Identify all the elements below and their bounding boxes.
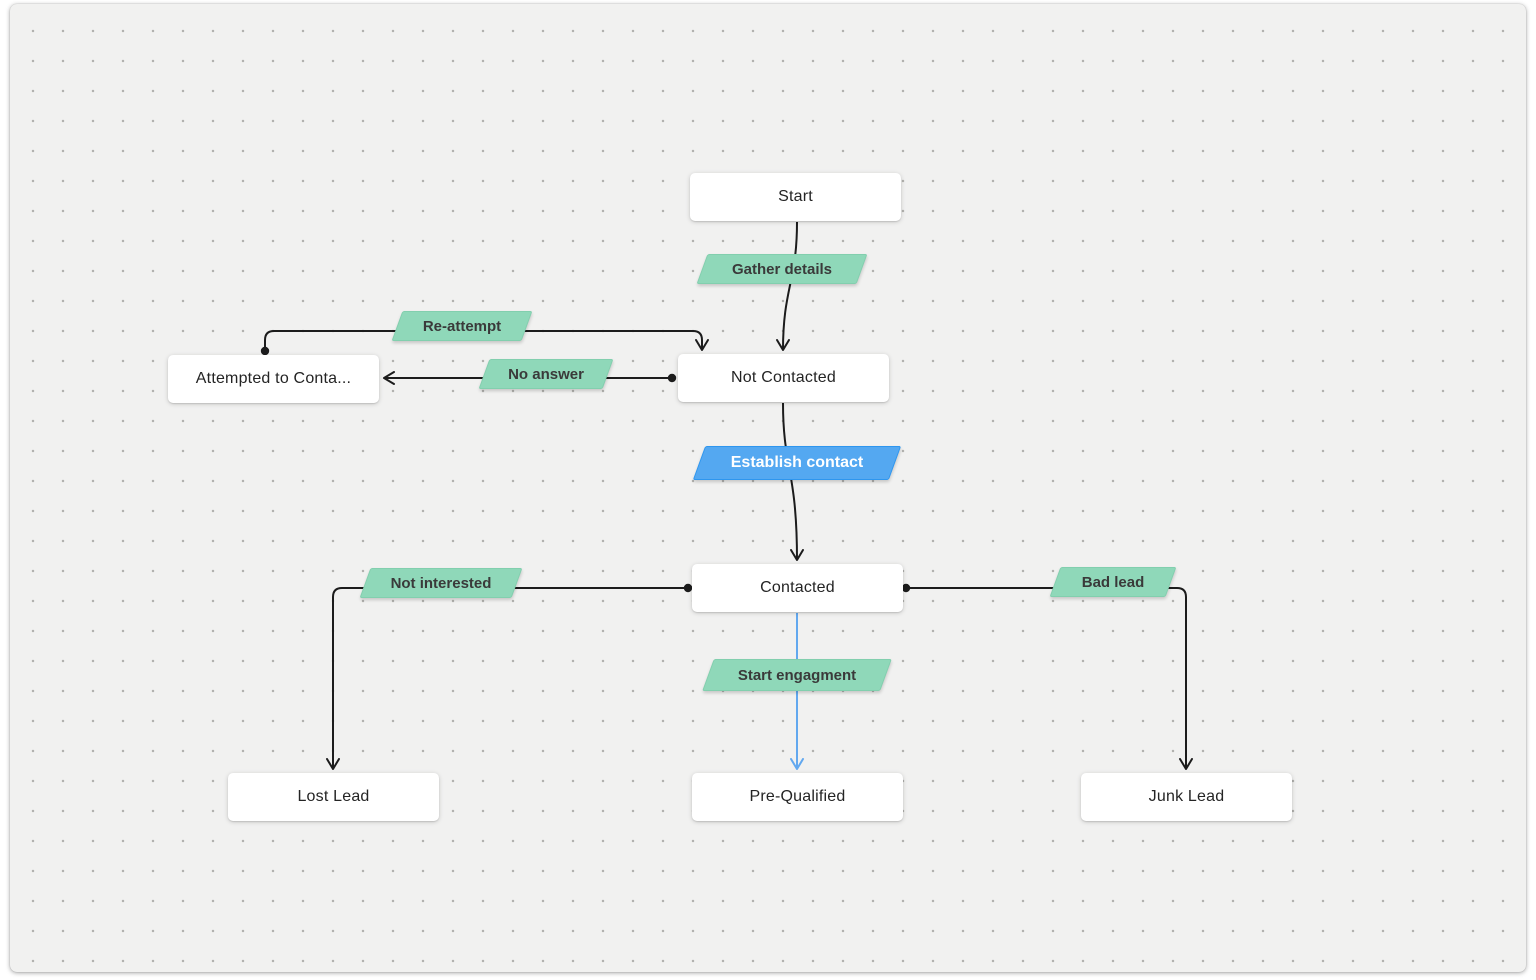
edge-label-text: Bad lead [1082,574,1145,591]
edge-not-interested[interactable] [333,588,688,769]
edge-label-re-attempt[interactable]: Re-attempt [397,311,527,341]
edge-gather-details[interactable] [783,222,797,350]
node-start[interactable]: Start [690,173,901,221]
edge-label-no-answer[interactable]: No answer [484,359,608,389]
edge-label-text: Start engagment [738,667,856,684]
edge-label-text: Establish contact [731,454,863,472]
node-attempted-to-contact[interactable]: Attempted to Conta... [168,355,379,403]
edge-label-not-interested[interactable]: Not interested [365,568,517,598]
edge-label-bad-lead[interactable]: Bad lead [1055,567,1171,597]
node-not-contacted[interactable]: Not Contacted [678,354,889,402]
edge-label-start-engagment[interactable]: Start engagment [708,659,886,691]
edge-label-text: Not interested [391,575,492,592]
node-contacted[interactable]: Contacted [692,564,903,612]
edge-label-establish-contact[interactable]: Establish contact [699,446,895,480]
edge-label-text: Re-attempt [423,318,501,335]
edge-label-gather-details[interactable]: Gather details [702,254,862,284]
edge-bad-lead[interactable] [906,588,1186,769]
edge-establish-contact[interactable] [783,403,797,560]
node-lost-lead[interactable]: Lost Lead [228,773,439,821]
node-junk-lead[interactable]: Junk Lead [1081,773,1292,821]
edge-label-text: No answer [508,366,584,383]
node-pre-qualified[interactable]: Pre-Qualified [692,773,903,821]
edge-label-text: Gather details [732,261,832,278]
